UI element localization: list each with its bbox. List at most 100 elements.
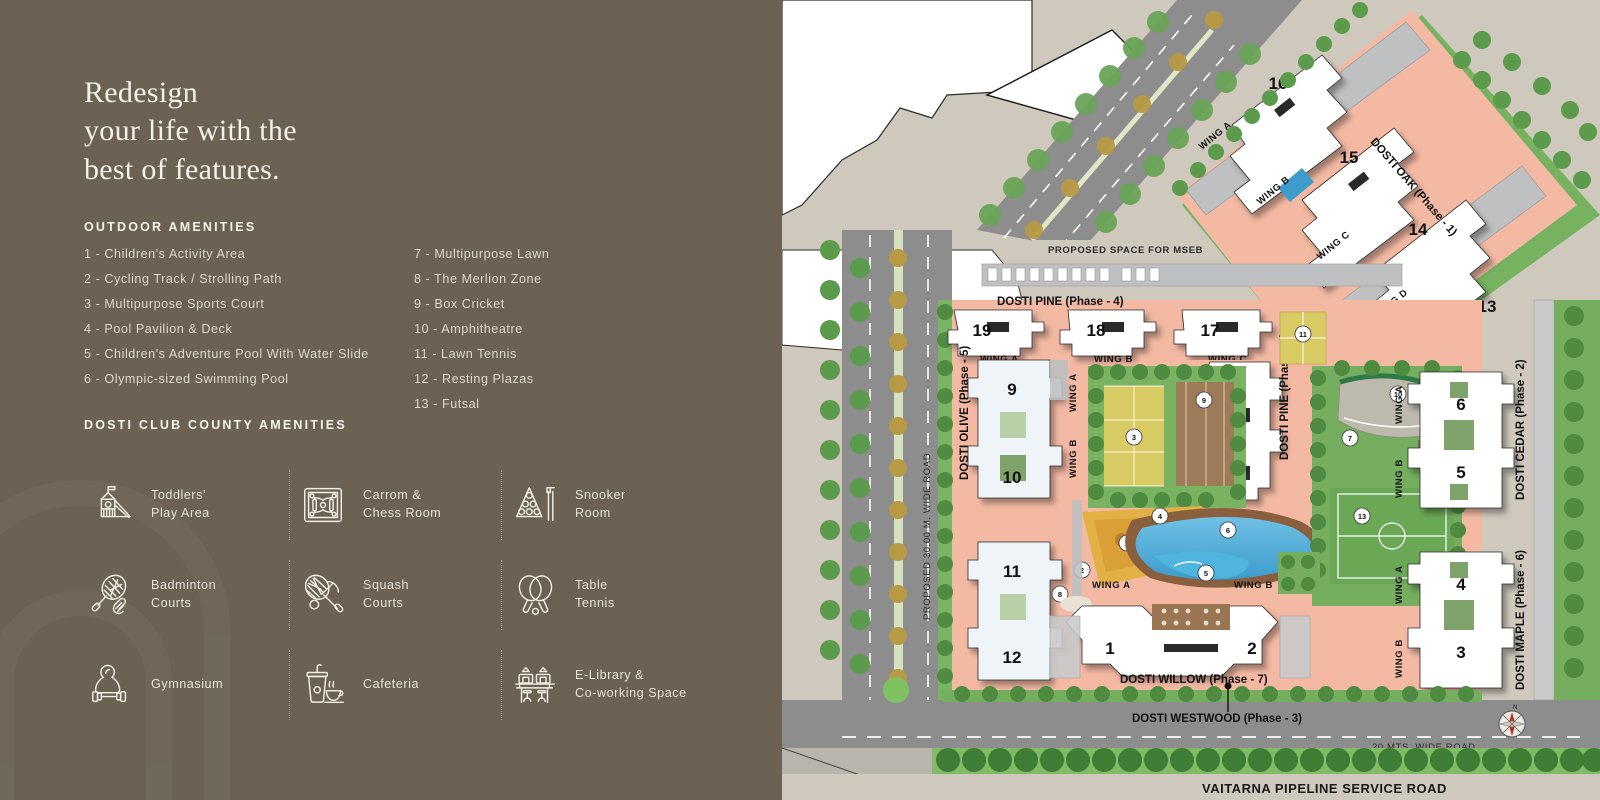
amenity-marker: 6 (1226, 526, 1230, 535)
building-number: 11 (1003, 562, 1021, 581)
wing-label: WING A (1394, 565, 1405, 604)
outdoor-amenities-column-right: 7 - Multipurpose Lawn 8 - The Merlion Zo… (414, 248, 684, 423)
wing-label: WING B (1068, 439, 1079, 478)
phase-label: DOSTI CEDAR (Phase - 2) (1515, 359, 1527, 500)
wing-label: WING B (1394, 459, 1405, 498)
east-boundary (1533, 299, 1600, 701)
list-item: 2 - Cycling Track / Strolling Path (84, 271, 282, 286)
svg-text:PROPOSED SPACE FOR MSEB: PROPOSED SPACE FOR MSEB (1048, 245, 1203, 256)
building-number: 17 (1201, 321, 1220, 340)
amenity-marker: 8 (1058, 590, 1062, 599)
list-item: 7 - Multipurpose Lawn (414, 247, 550, 261)
club-amenities-grid: Toddlers'Play Area (84, 460, 744, 730)
list-item: 8 - The Merlion Zone (414, 271, 542, 286)
wing-label: WING B (1234, 580, 1273, 591)
wing-label: WING A (1092, 580, 1131, 591)
phase-label: DOSTI PINE (Phase - 4) (1279, 333, 1291, 460)
building-number: 4 (1456, 575, 1466, 594)
dumbbell-kettlebell-icon (84, 658, 138, 712)
badminton-racket-icon (84, 568, 138, 622)
club-amenity-item: Gymnasium (84, 640, 296, 730)
wing-label: WING C (1208, 354, 1247, 365)
headline-line-2: your life with the (84, 114, 297, 148)
club-amenity-label: Cafeteria (363, 677, 420, 692)
building-number: 10 (1003, 468, 1022, 487)
building-number: 2 (1247, 639, 1256, 658)
list-item: 1 - Children's Activity Area (84, 247, 246, 261)
club-amenity-item: Toddlers'Play Area (84, 460, 296, 550)
service-road-label: VAITARNA PIPELINE SERVICE ROAD (1202, 781, 1447, 796)
club-amenity-item: Carrom &Chess Room (296, 460, 508, 550)
list-item: 5 - Children's Adventure Pool With Water… (84, 346, 369, 361)
building-number: 12 (1003, 648, 1022, 667)
building-number: 18 (1087, 321, 1106, 340)
central-sports-garden: 3 9 (1088, 364, 1246, 508)
wing-label: WING B (1094, 354, 1133, 365)
phase-dosti-westwood[interactable]: DOSTI WESTWOOD (Phase - 3) 20 MTS. WIDE … (782, 682, 1600, 754)
phase-label: DOSTI PINE (Phase - 4) (997, 296, 1124, 308)
building-number: 3 (1456, 643, 1465, 662)
list-item: 3 - Multipurpose Sports Court (84, 296, 265, 311)
club-amenity-item: E-Library &Co-working Space (508, 640, 744, 730)
phase-label: DOSTI WESTWOOD (Phase - 3) (1132, 713, 1302, 725)
swimming-pool-area: 6 5 4 (1125, 507, 1325, 588)
amenity-marker: 9 (1202, 396, 1206, 405)
club-amenity-label: E-Library &Co-working Space (575, 668, 687, 700)
outdoor-amenities-title: OUTDOOR AMENITIES (84, 220, 257, 234)
building-number: 14 (1409, 220, 1428, 239)
wing-label: WING A (1068, 373, 1079, 412)
club-amenity-label: Gymnasium (151, 677, 224, 692)
coffee-cup-icon (296, 658, 350, 712)
list-item: 10 - Amphitheatre (414, 321, 523, 336)
headline-line-3: best of features. (84, 152, 280, 186)
list-item: 6 - Olympic-sized Swimming Pool (84, 371, 289, 386)
playground-slide-icon (84, 478, 138, 532)
phase-label: DOSTI MAPLE (Phase - 6) (1515, 550, 1527, 690)
road-label: 20 MTS. WIDE ROAD (1372, 742, 1476, 753)
building-number: 19 (973, 321, 992, 340)
road-label: PROPOSED 30.00 M. WIDE ROAD (922, 453, 933, 620)
desk-computers-icon (508, 658, 562, 712)
building-number: 13 (1478, 297, 1497, 316)
building-number: 6 (1456, 395, 1465, 414)
snooker-balls-icon (508, 478, 562, 532)
phase-dosti-olive[interactable]: DOSTI OLIVE (Phase - 5) 9 10 11 12 WING … (959, 346, 1079, 681)
amenity-marker: 3 (1132, 433, 1136, 442)
outdoor-amenities-block: OUTDOOR AMENITIES 1 - Children's Activit… (84, 220, 704, 423)
phase-dosti-cedar[interactable]: 6 5 WING A WING B DOSTI CEDAR (Phase - 2… (1394, 359, 1527, 509)
site-masterplan-map[interactable]: PROPOSED SPACE FOR MSEB 1 6 (782, 0, 1600, 800)
amenity-marker: 11 (1299, 330, 1307, 339)
info-panel: Redesign your life with the best of feat… (0, 0, 782, 800)
building-number: 15 (1340, 148, 1359, 167)
amenity-marker: 7 (1348, 434, 1352, 443)
club-amenity-label: Carrom &Chess Room (363, 488, 442, 520)
phase-dosti-maple[interactable]: 4 3 WING A WING B DOSTI MAPLE (Phase - 6… (1394, 550, 1527, 690)
club-amenities-block: DOSTI CLUB COUNTY AMENITIES (84, 418, 744, 730)
outdoor-amenities-column-left: 1 - Children's Activity Area 2 - Cycling… (84, 248, 414, 423)
amenity-marker: 10 (1394, 390, 1402, 399)
amenity-marker: 13 (1358, 512, 1366, 521)
list-item: 13 - Futsal (414, 396, 480, 411)
building-number: 5 (1456, 463, 1465, 482)
building-number: 1 (1105, 639, 1114, 658)
list-item: 4 - Pool Pavilion & Deck (84, 321, 233, 336)
lawn-tennis-court: 11 (1279, 311, 1327, 365)
phase-dosti-willow[interactable]: WING A WING B 1 2 DOSTI WILLOW (Phase - … (1065, 580, 1279, 686)
wing-label: WING B (1394, 639, 1405, 678)
amenity-marker: 4 (1158, 512, 1163, 521)
club-amenity-label: Toddlers'Play Area (151, 488, 210, 520)
club-amenity-item: Cafeteria (296, 640, 508, 730)
compass-rose-icon: N (1498, 705, 1526, 738)
club-amenities-title: DOSTI CLUB COUNTY AMENITIES (84, 418, 347, 432)
phase-dosti-pine-north[interactable]: DOSTI PINE (Phase - 4) 19 18 17 WING A W… (947, 263, 1403, 365)
amenity-marker: 5 (1204, 569, 1208, 578)
headline-line-1: Redesign (84, 76, 199, 109)
